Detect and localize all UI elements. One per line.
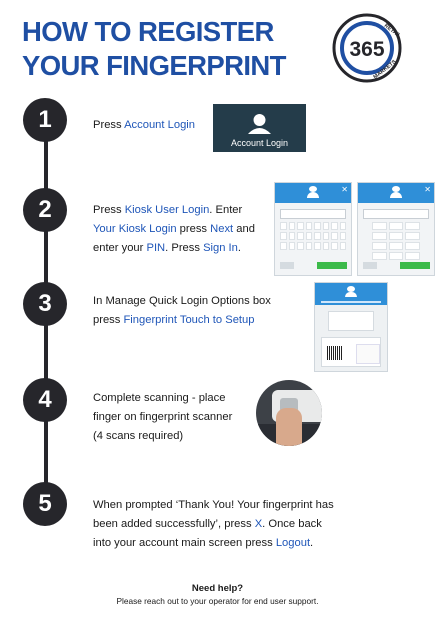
step-2-number: 2 (23, 188, 67, 232)
step-1-number: 1 (23, 98, 67, 142)
help-title: Need help? (191, 583, 244, 594)
user-icon: Account Login (231, 114, 288, 148)
account-login-label: Account Login (231, 138, 288, 148)
kiosk-login-keyboard-screenshot: ✕ (274, 182, 352, 276)
close-icon: ✕ (424, 185, 431, 194)
title-line-2: YOUR FINGERPRINT (22, 50, 286, 81)
step-2-text: Press Kiosk User Login. Enter Your Kiosk… (93, 204, 255, 254)
kiosk-pin-keypad-screenshot: ✕ (357, 182, 435, 276)
close-icon: ✕ (341, 185, 348, 194)
365-retail-markets-logo: 365 RETAIL MARKETS (332, 13, 402, 83)
help-text: Please reach out to your operator for en… (116, 596, 319, 606)
step-5-number: 5 (23, 482, 67, 526)
title-line-1: HOW TO REGISTER (22, 16, 274, 47)
step-3-text: In Manage Quick Login Options box press … (93, 295, 271, 326)
account-login-button-image: Account Login (213, 104, 306, 152)
step-4-text: Complete scanning - place finger on fing… (93, 392, 233, 442)
step-4-number: 4 (23, 378, 67, 422)
manage-quick-login-screenshot (314, 282, 388, 372)
step-3-number: 3 (23, 282, 67, 326)
step-5-text: When prompted ‘Thank You! Your fingerpri… (93, 499, 334, 549)
fingerprint-scanner-photo (256, 380, 322, 446)
step-1-text: Press Account Login (93, 119, 195, 131)
logo-number: 365 (349, 38, 384, 61)
page-title: HOW TO REGISTER YOUR FINGERPRINT (22, 15, 286, 83)
